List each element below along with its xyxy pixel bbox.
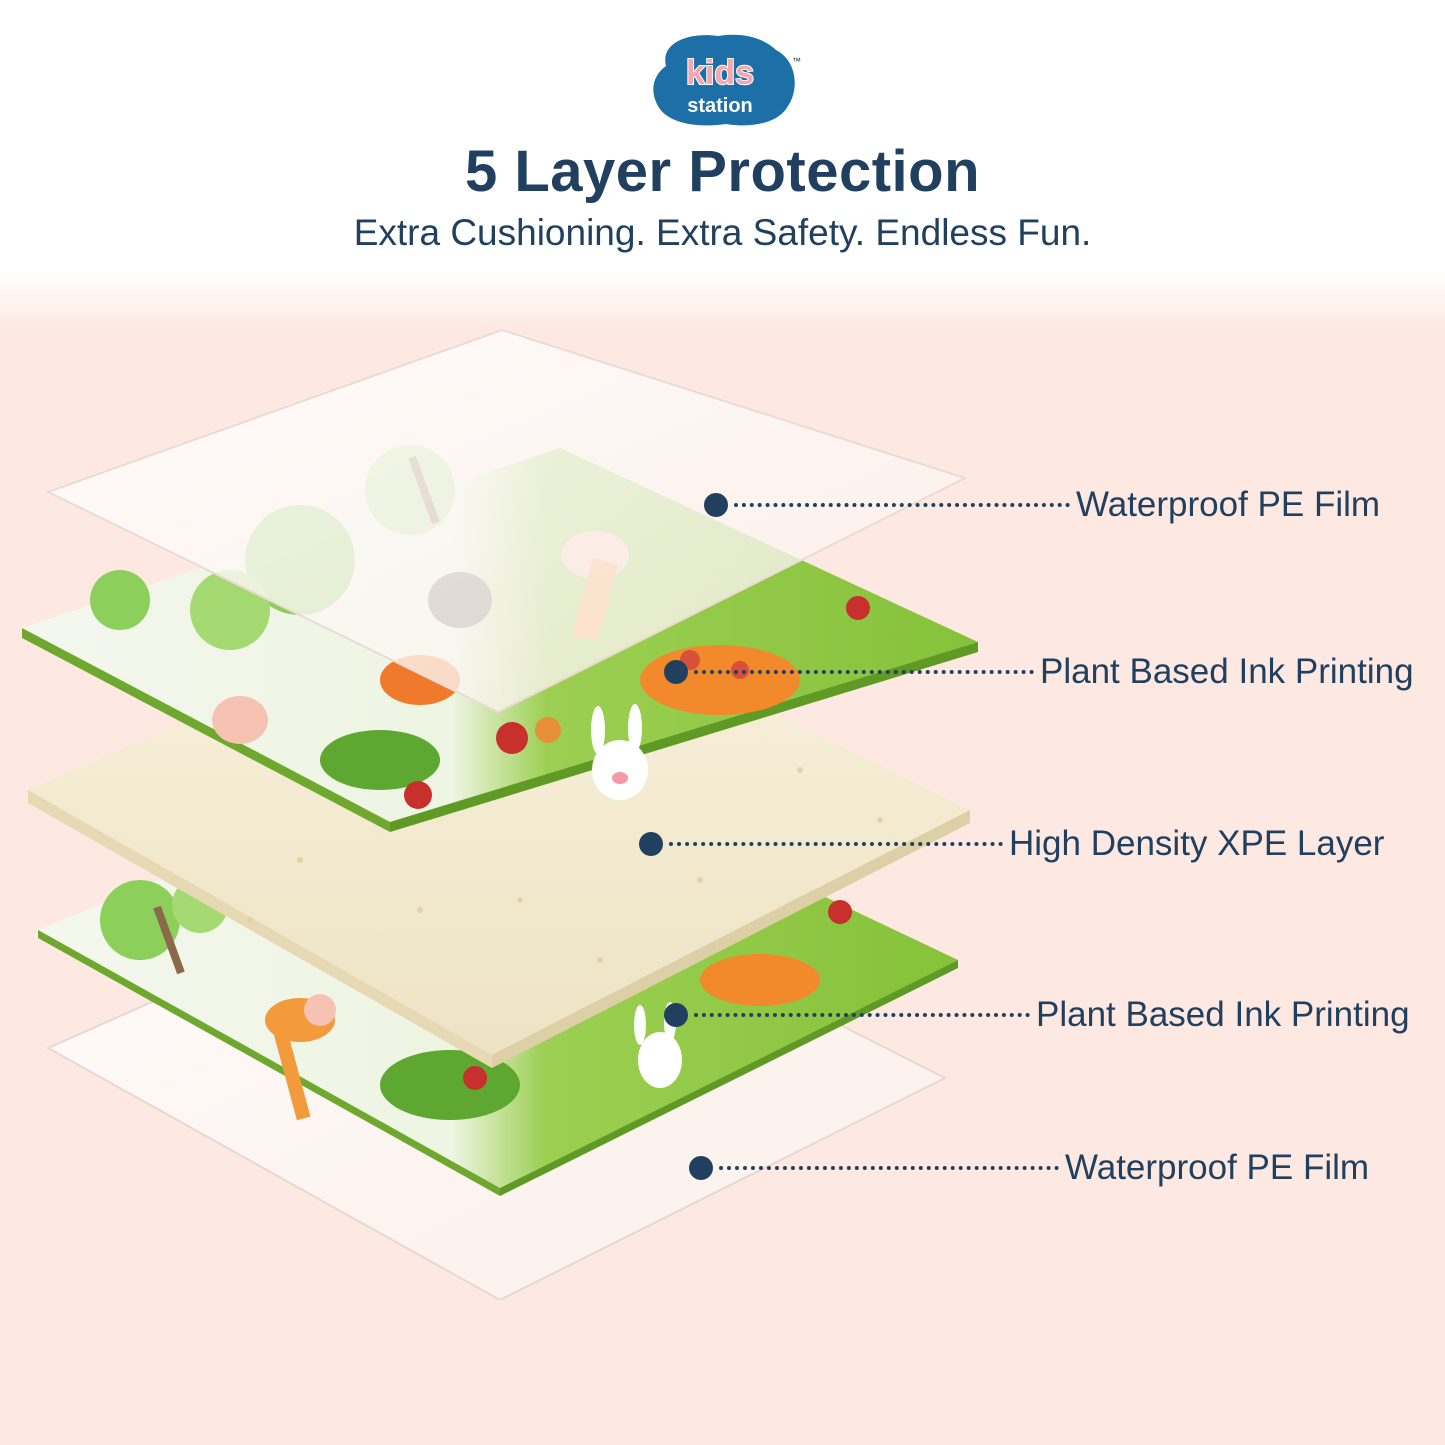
callout-waterproof-pe-film-bottom: Waterproof PE Film [689,1148,1369,1188]
callout-waterproof-pe-film-top: Waterproof PE Film [704,485,1380,525]
callout-dot [704,493,728,517]
callout-plant-based-ink-printing-top: Plant Based Ink Printing [664,652,1414,692]
callout-high-density-xpe-layer: High Density XPE Layer [639,824,1384,864]
callout-plant-based-ink-printing-bottom: Plant Based Ink Printing [664,995,1410,1035]
logo-station-text: station [687,95,753,117]
page-subtitle: Extra Cushioning. Extra Safety. Endless … [353,212,1092,253]
callout-leader-line [669,842,1003,846]
layer-stack-illustration [22,328,978,1300]
callout-dot [639,832,663,856]
callout-label: Waterproof PE Film [1076,485,1381,524]
kids-station-logo: kids station ™ [653,34,801,126]
logo-kids-text: kids [686,54,754,92]
callout-dot [664,660,688,684]
callout-leader-line [719,1166,1059,1170]
callout-dot [689,1156,713,1180]
callout-label: High Density XPE Layer [1009,824,1385,863]
callout-leader-line [734,503,1070,507]
trademark-symbol: ™ [792,56,801,66]
callout-dot [664,1003,688,1027]
callout-label: Plant Based Ink Printing [1036,995,1410,1034]
callout-leader-line [694,1013,1030,1017]
callout-leader-line [694,670,1034,674]
callout-label: Waterproof PE Film [1065,1148,1370,1187]
top-pe-film-layer [45,328,968,714]
page-title: 5 Layer Protection [464,139,981,204]
callout-label: Plant Based Ink Printing [1040,652,1414,691]
